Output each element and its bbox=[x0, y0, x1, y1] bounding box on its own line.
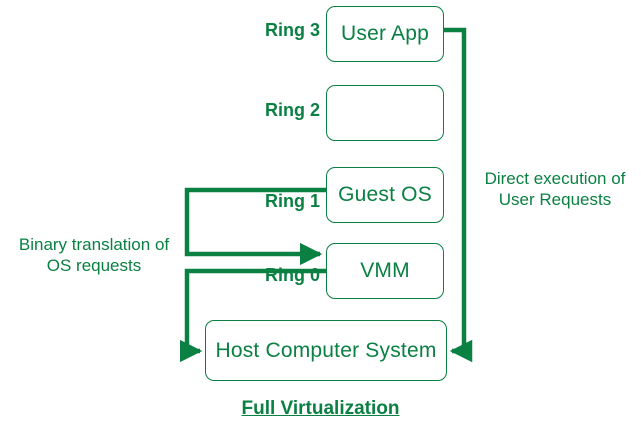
ring-label-ring-0: Ring 0 bbox=[264, 265, 320, 285]
ring-label-ring-1: Ring 1 bbox=[264, 191, 320, 211]
edge-label-binary-translation-line1: Binary translation of bbox=[18, 235, 170, 254]
edge-label-direct-execution-line2: User Requests bbox=[498, 190, 612, 210]
edge-label-direct-execution-line1: Direct execution of bbox=[484, 169, 626, 188]
ring-label-ring-2: Ring 2 bbox=[264, 100, 320, 120]
connector-guestos-to-vmm bbox=[184, 187, 326, 266]
node-box-vmm[interactable]: VMM bbox=[326, 243, 444, 299]
node-box-host-label: Host Computer System bbox=[215, 338, 437, 362]
edge-label-binary-translation-line2: OS requests bbox=[46, 256, 142, 276]
node-box-guest-os[interactable]: Guest OS bbox=[326, 167, 444, 223]
ring-label-ring-3: Ring 3 bbox=[264, 20, 320, 40]
connector-userapp-to-host bbox=[443, 27, 473, 363]
node-box-user-app[interactable]: User App bbox=[326, 6, 444, 62]
node-box-user-app-label: User App bbox=[341, 22, 429, 45]
node-box-vmm-label: VMM bbox=[360, 259, 410, 282]
node-box-host-computer-system[interactable]: Host Computer System bbox=[205, 320, 447, 381]
edge-label-direct-execution: Direct execution of User Requests bbox=[473, 168, 637, 211]
edge-label-binary-translation: Binary translation of OS requests bbox=[6, 234, 182, 277]
connector-vmm-to-host bbox=[179, 268, 326, 363]
node-box-guest-os-label: Guest OS bbox=[338, 183, 432, 206]
diagram-caption: Full Virtualization bbox=[241, 398, 400, 419]
node-box-ring-2-empty[interactable] bbox=[326, 85, 444, 141]
